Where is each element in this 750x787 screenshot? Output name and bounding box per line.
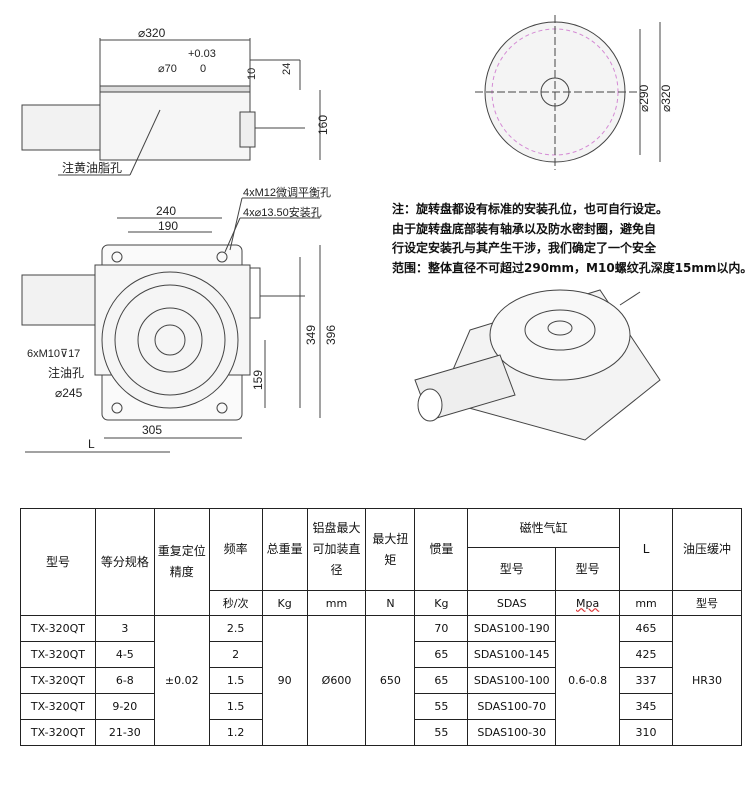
svg-text:24: 24 xyxy=(281,63,293,75)
cell-disk: Ø600 xyxy=(306,615,367,746)
cell-division: 6-8 xyxy=(94,667,155,694)
svg-text:305: 305 xyxy=(142,423,162,437)
svg-text:0: 0 xyxy=(200,63,206,75)
unit-torque: N xyxy=(365,590,416,616)
svg-text:240: 240 xyxy=(156,204,176,218)
cell-division: 9-20 xyxy=(94,693,155,720)
note-line: 行设定安装孔与其产生干涉，我们确定了一个安全 xyxy=(392,241,657,255)
cell-pressure: 0.6-0.8 xyxy=(555,615,621,746)
svg-text:6xM10⊽17: 6xM10⊽17 xyxy=(27,348,80,360)
svg-text:⌀290: ⌀290 xyxy=(637,84,651,112)
header-buffer: 油压缓冲 xyxy=(672,508,742,591)
svg-text:⌀320: ⌀320 xyxy=(138,26,166,40)
header-repeat: 重复定位精度 xyxy=(153,508,210,616)
unit-freq: 秒/次 xyxy=(208,590,263,616)
cell-cylinder: SDAS100-70 xyxy=(467,693,557,720)
header-L: L xyxy=(619,508,673,591)
cell-inertia: 70 xyxy=(414,615,469,642)
note-line: 由于旋转盘底部装有轴承以及防水密封圈，避免自 xyxy=(392,221,657,236)
cell-repeat: ±0.02 xyxy=(153,615,210,746)
cell-torque: 650 xyxy=(365,615,416,746)
cell-division: 21-30 xyxy=(94,719,155,746)
svg-text:349: 349 xyxy=(304,325,318,345)
svg-text:10: 10 xyxy=(246,68,258,80)
svg-text:190: 190 xyxy=(158,219,178,233)
svg-text:⌀70: ⌀70 xyxy=(158,63,177,75)
cell-inertia: 55 xyxy=(414,693,469,720)
top-view: ⌀290 ⌀320 xyxy=(475,15,673,170)
cell-freq: 1.5 xyxy=(208,693,263,720)
svg-text:+0.03: +0.03 xyxy=(188,48,216,60)
header-torque: 最大扭矩 xyxy=(365,508,416,591)
svg-text:160: 160 xyxy=(316,115,330,135)
unit-cyl-model: SDAS xyxy=(467,590,557,616)
plan-view: 240 190 4xM12微调平衡孔 4x⌀13.50安装孔 6xM10⊽17 … xyxy=(21,185,338,453)
unit-weight: Kg xyxy=(261,590,308,616)
header-cyl-pressure: 型号 xyxy=(555,547,621,591)
header-model: 型号 xyxy=(20,508,96,616)
cell-cylinder: SDAS100-30 xyxy=(467,719,557,746)
cell-buffer: HR30 xyxy=(672,615,742,746)
cell-division: 4-5 xyxy=(94,641,155,668)
header-cylinder: 磁性气缸 xyxy=(467,508,621,548)
unit-inertia: Kg xyxy=(414,590,469,616)
cell-freq: 2.5 xyxy=(208,615,263,642)
svg-text:注油孔: 注油孔 xyxy=(48,365,84,380)
cell-model: TX-320QT xyxy=(20,693,96,720)
cell-L: 465 xyxy=(619,615,673,642)
svg-text:⌀320: ⌀320 xyxy=(659,84,673,112)
cell-model: TX-320QT xyxy=(20,641,96,668)
isometric-view xyxy=(414,289,661,441)
cell-freq: 1.5 xyxy=(208,667,263,694)
cell-cylinder: SDAS100-145 xyxy=(467,641,557,668)
cell-inertia: 55 xyxy=(414,719,469,746)
svg-text:⌀245: ⌀245 xyxy=(55,386,83,400)
unit-disk: mm xyxy=(306,590,367,616)
svg-text:注黄油脂孔: 注黄油脂孔 xyxy=(62,160,122,175)
cell-inertia: 65 xyxy=(414,667,469,694)
header-division: 等分规格 xyxy=(94,508,155,616)
unit-L: mm xyxy=(619,590,673,616)
header-freq: 频率 xyxy=(208,508,263,591)
note-line: 注：旋转盘都设有标准的安装孔位，也可自行设定。 xyxy=(392,202,669,216)
cell-cylinder: SDAS100-190 xyxy=(467,615,557,642)
cell-inertia: 65 xyxy=(414,641,469,668)
spec-table: 型号 等分规格 重复定位精度 频率 总重量 铝盘最大可加装直径 最大扭矩 惯量 … xyxy=(20,508,742,746)
cell-model: TX-320QT xyxy=(20,615,96,642)
unit-cyl-pressure: Mpa xyxy=(555,590,621,616)
cell-L: 310 xyxy=(619,719,673,746)
header-disk: 铝盘最大可加装直径 xyxy=(306,508,367,591)
cell-model: TX-320QT xyxy=(20,667,96,694)
table-row: TX-320QT 21-30 1.2 55 SDAS100-30 310 xyxy=(20,719,742,746)
header-inertia: 惯量 xyxy=(414,508,469,591)
cell-L: 337 xyxy=(619,667,673,694)
side-view: ⌀320 +0.03 0 ⌀70 10 24 160 注黄油脂孔 xyxy=(21,26,330,176)
svg-text:4x⌀13.50安装孔: 4x⌀13.50安装孔 xyxy=(243,205,322,219)
technical-drawings: ⌀320 +0.03 0 ⌀70 10 24 160 注黄油脂孔 ⌀290 ⌀3… xyxy=(21,15,673,453)
unit-buffer: 型号 xyxy=(672,590,742,616)
cell-weight: 90 xyxy=(261,615,308,746)
header-weight: 总重量 xyxy=(261,508,308,591)
table-row: TX-320QT 3 ±0.02 2.5 90 Ø600 650 70 SDAS… xyxy=(20,615,742,746)
svg-text:396: 396 xyxy=(324,325,338,345)
svg-text:159: 159 xyxy=(251,370,265,390)
installation-note: 注：旋转盘都设有标准的安装孔位，也可自行设定。 由于旋转盘底部装有轴承以及防水密… xyxy=(392,200,750,278)
cell-L: 425 xyxy=(619,641,673,668)
svg-text:4xM12微调平衡孔: 4xM12微调平衡孔 xyxy=(243,185,331,199)
svg-text:L: L xyxy=(88,437,95,451)
cell-division: 3 xyxy=(94,615,155,642)
note-line: 范围：整体直径不可超过290mm，M10螺纹孔深度15mm以内。 xyxy=(392,260,750,275)
cell-freq: 1.2 xyxy=(208,719,263,746)
table-row: TX-320QT 9-20 1.5 55 SDAS100-70 345 xyxy=(20,693,742,720)
cell-L: 345 xyxy=(619,693,673,720)
cell-cylinder: SDAS100-100 xyxy=(467,667,557,694)
header-cyl-model: 型号 xyxy=(467,547,557,591)
cell-model: TX-320QT xyxy=(20,719,96,746)
cell-freq: 2 xyxy=(208,641,263,668)
